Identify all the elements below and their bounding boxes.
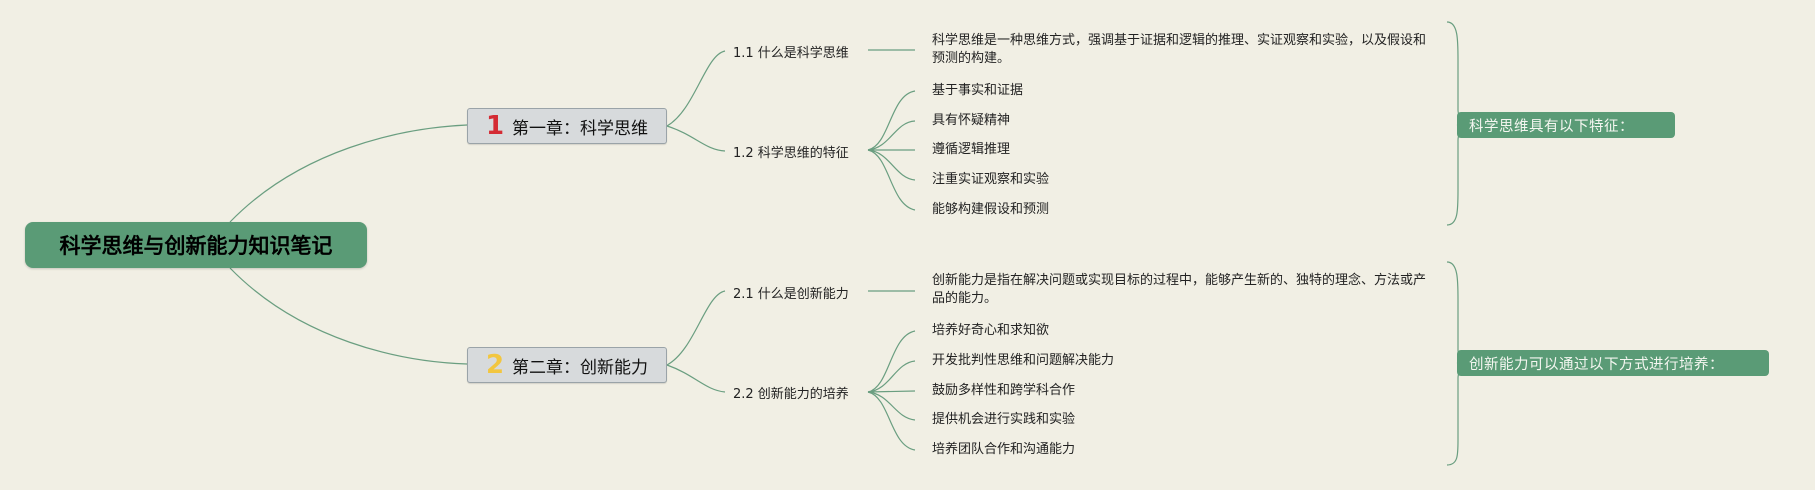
feature-item[interactable]: 遵循逻辑推理 [932, 142, 1011, 157]
chapter-2-number: 2 [485, 350, 505, 380]
link-s22-leaf2 [867, 360, 916, 393]
chapter-2-title: 第二章：创新能力 [512, 357, 649, 378]
link-s12-leaf4 [867, 149, 916, 181]
link-s22-leaf3 [867, 390, 916, 393]
summary-chapter-2[interactable]: 创新能力可以通过以下方式进行培养： [1457, 350, 1769, 376]
link-s12-leaf1 [867, 90, 916, 151]
summary-chapter-1[interactable]: 科学思维具有以下特征： [1457, 112, 1675, 138]
method-item[interactable]: 培养团队合作和沟通能力 [932, 442, 1076, 457]
method-item[interactable]: 开发批判性思维和问题解决能力 [932, 353, 1115, 368]
link-s22-leaf1 [867, 330, 916, 393]
link-chapter2-section1 [666, 290, 726, 366]
link-s22-leaf5 [867, 391, 916, 451]
link-s12-leaf5 [867, 149, 916, 211]
section-1-1-description[interactable]: 科学思维是一种思维方式，强调基于证据和逻辑的推理、实证观察和实验，以及假设和预测… [932, 33, 1427, 66]
feature-item[interactable]: 注重实证观察和实验 [932, 172, 1050, 187]
feature-item[interactable]: 具有怀疑精神 [932, 113, 1011, 128]
method-item[interactable]: 提供机会进行实践和实验 [932, 412, 1076, 427]
chapter-1-topic[interactable]: 1 第一章：科学思维 [467, 108, 667, 144]
link-chapter1-section1 [666, 50, 726, 127]
link-s12-leaf2 [867, 120, 916, 151]
method-item[interactable]: 鼓励多样性和跨学科合作 [932, 383, 1076, 398]
link-chapter2-section2 [666, 364, 726, 393]
link-root-chapter1 [229, 124, 468, 223]
chapter-1-title: 第一章：科学思维 [512, 118, 649, 139]
feature-item[interactable]: 能够构建假设和预测 [932, 202, 1050, 217]
chapter-2-topic[interactable]: 2 第二章：创新能力 [467, 347, 667, 383]
section-1-2-topic[interactable]: 1.2 科学思维的特征 [733, 146, 849, 161]
link-s22-leaf4 [867, 391, 916, 421]
section-2-2-topic[interactable]: 2.2 创新能力的培养 [733, 387, 849, 402]
root-topic[interactable]: 科学思维与创新能力知识笔记 [25, 222, 367, 268]
link-root-chapter2 [229, 267, 468, 365]
link-chapter1-section2 [666, 125, 726, 152]
section-2-1-topic[interactable]: 2.1 什么是创新能力 [733, 287, 849, 302]
feature-item[interactable]: 基于事实和证据 [932, 83, 1024, 98]
section-2-1-description[interactable]: 创新能力是指在解决问题或实现目标的过程中，能够产生新的、独特的理念、方法或产品的… [932, 273, 1427, 306]
chapter-1-number: 1 [485, 111, 505, 141]
method-item[interactable]: 培养好奇心和求知欲 [932, 323, 1050, 338]
section-1-1-topic[interactable]: 1.1 什么是科学思维 [733, 46, 849, 61]
